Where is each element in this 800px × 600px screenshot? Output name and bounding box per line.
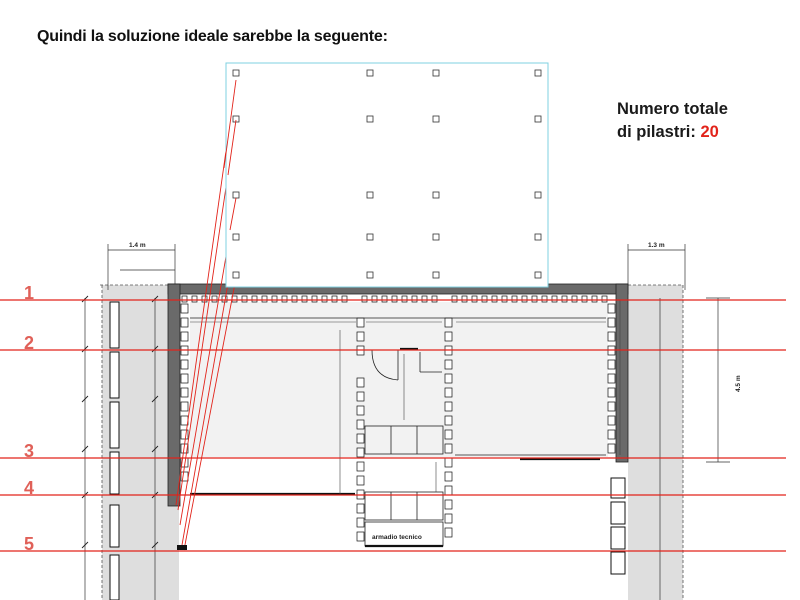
left-width-label: 1.4 m: [129, 242, 146, 249]
row-label-3: 3: [24, 441, 34, 461]
interior-dimensions: [190, 300, 621, 494]
right-dimension-chain: [627, 244, 730, 600]
pillar-grid: [232, 69, 542, 279]
right-width-label: 1.3 m: [648, 242, 665, 249]
boundary-lines: [100, 284, 684, 600]
left-wall-studs: [180, 303, 189, 482]
left-window-frames: [109, 301, 120, 600]
pillar-marker: [177, 545, 187, 550]
right-shaded-area: [628, 285, 683, 600]
right-window-frames: [610, 477, 626, 575]
room-label-box: [368, 530, 438, 542]
row-label-2: 2: [24, 333, 34, 353]
interior-floor: [190, 302, 608, 457]
corridor-wall-studs: [356, 317, 453, 542]
top-wall-studs: [181, 295, 608, 303]
row-label-1: 1: [24, 283, 34, 303]
height-label: 4.5 m: [735, 375, 742, 392]
pillar-grid-overlay: [225, 62, 549, 288]
perimeter-walls: [167, 283, 629, 507]
section-lines: [0, 299, 786, 552]
pillar-count-note: Numero totale di pilastri: 20: [617, 98, 728, 144]
heading: Quindi la soluzione ideale sarebbe la se…: [37, 28, 388, 45]
left-ticks: [81, 295, 159, 549]
right-wall-studs: [607, 303, 616, 454]
row-label-5: 5: [24, 534, 34, 554]
wall-thick-segments: [190, 347, 600, 548]
projection-lines-overlay: [223, 79, 237, 231]
pillar-count-line2: di pilastri: 20: [617, 121, 728, 144]
pillar-count-line1: Numero totale: [617, 100, 728, 118]
pillar-count-label: di pilastri:: [617, 123, 701, 141]
room-label: armadio tecnico: [372, 534, 422, 541]
row-label-4: 4: [24, 478, 34, 498]
pillar-count-value: 20: [700, 123, 719, 141]
